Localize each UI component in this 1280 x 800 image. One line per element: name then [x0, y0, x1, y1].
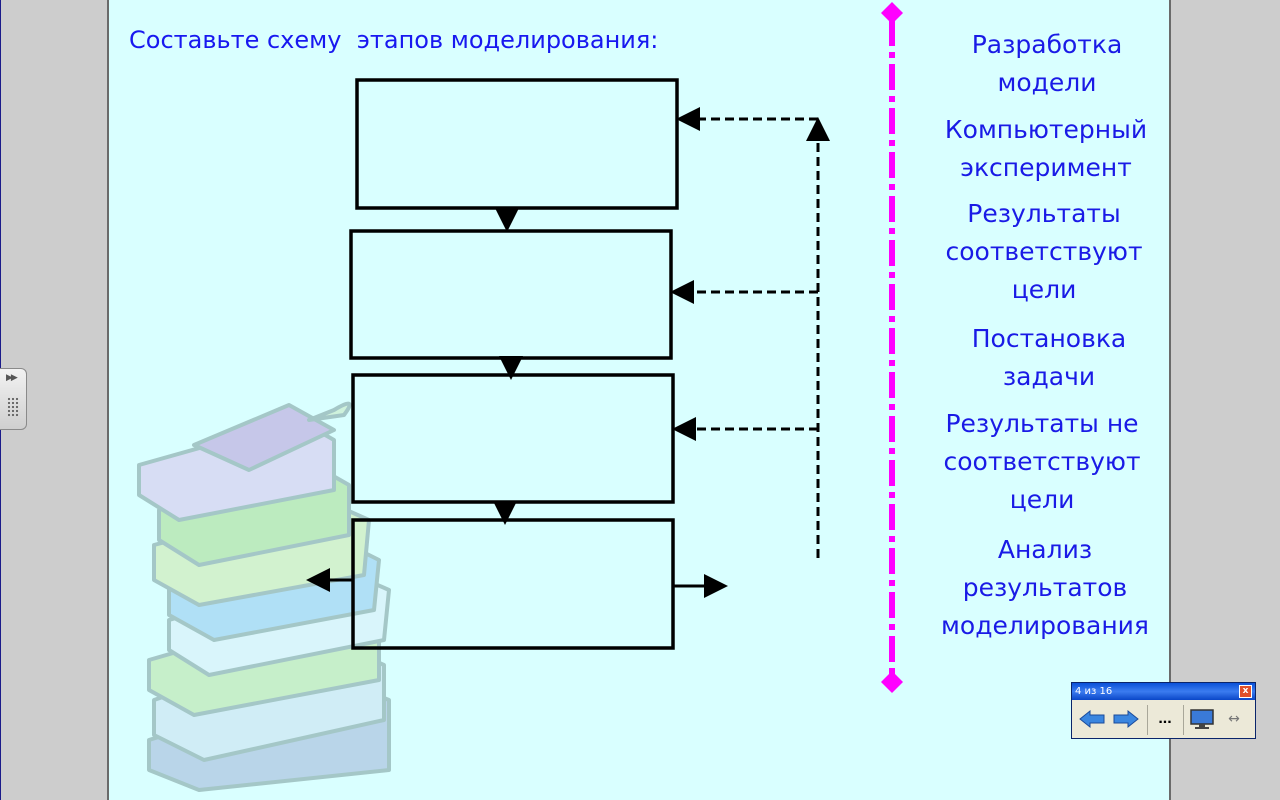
grip-icon [7, 397, 19, 417]
slide: Составьте схему этапов моделирования: Ра… [107, 0, 1171, 800]
monitor-icon [1190, 709, 1214, 729]
arrow-left-icon [1079, 709, 1105, 729]
screen-mode-button[interactable] [1186, 706, 1218, 732]
expand-icon: ▶▶ [6, 373, 18, 383]
right-gutter [1171, 0, 1280, 800]
flow-box-1 [355, 78, 679, 210]
flow-box-3 [351, 373, 675, 504]
more-button[interactable]: ... [1150, 706, 1180, 732]
book-stack-image [137, 401, 391, 792]
arrow-right-icon [1113, 709, 1139, 729]
previous-slide-button[interactable] [1076, 706, 1108, 732]
slide-panel-toggle[interactable]: ▶▶ [0, 368, 27, 430]
next-slide-button[interactable] [1110, 706, 1142, 732]
slide-counter: 4 из 16 [1075, 686, 1113, 697]
flow-box-2 [349, 229, 673, 360]
slide-title: Составьте схему этапов моделирования: [129, 26, 659, 54]
resize-icon: ↔ [1228, 711, 1240, 727]
flowchart [306, 2, 903, 693]
close-icon[interactable]: x [1239, 685, 1252, 698]
more-icon: ... [1158, 710, 1172, 727]
flow-box-4 [351, 518, 675, 650]
nav-titlebar: 4 из 16 x [1072, 683, 1255, 700]
slideshow-nav-panel: 4 из 16 x ... ↔ [1071, 682, 1256, 739]
resize-button[interactable]: ↔ [1220, 706, 1248, 732]
